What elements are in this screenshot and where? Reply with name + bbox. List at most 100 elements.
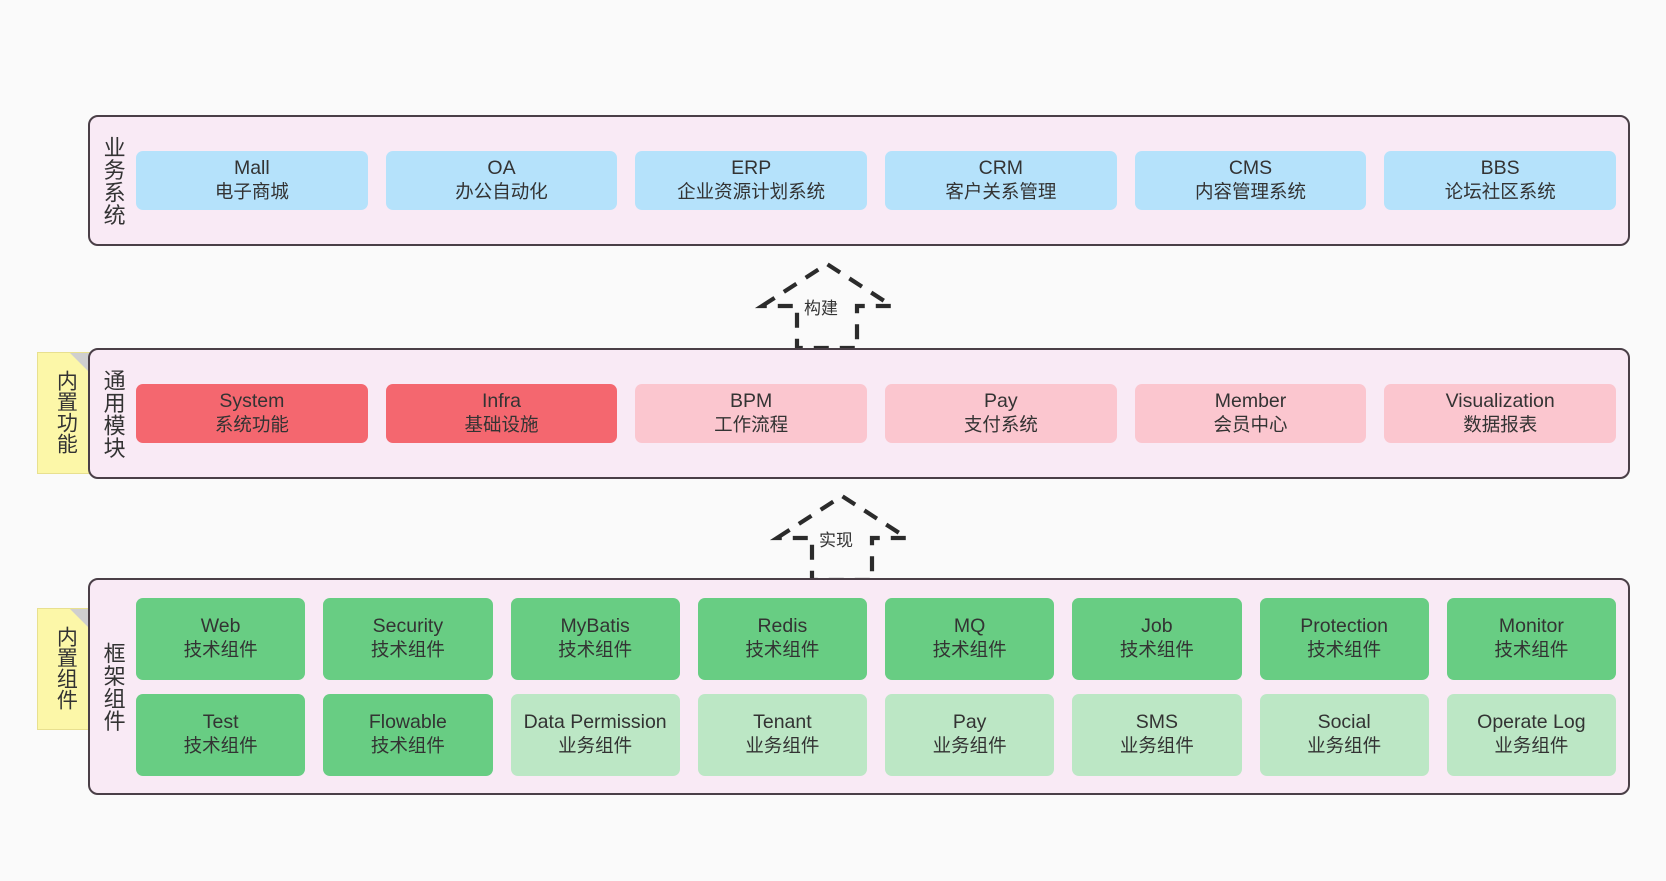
- module-desc: 论坛社区系统: [1444, 181, 1556, 203]
- module-desc: 技术组件: [1119, 639, 1194, 661]
- module-name: Tenant: [753, 711, 812, 734]
- module-name: Protection: [1300, 615, 1389, 638]
- module-box-security[interactable]: Security 技术组件: [323, 597, 493, 680]
- module-desc: 技术组件: [745, 639, 820, 661]
- module-name: Web: [200, 615, 241, 638]
- module-name: Security: [372, 615, 444, 638]
- module-box-mall[interactable]: Mall 电子商城: [136, 151, 368, 210]
- module-name: BBS: [1480, 157, 1520, 180]
- connector-implement: 实现: [767, 490, 917, 583]
- module-name: Redis: [757, 615, 808, 638]
- layer-body-business-systems: Mall 电子商城 OA 办公自动化 ERP 企业资源计划系统 CRM 客户关系…: [136, 117, 1628, 244]
- module-box-test[interactable]: Test 技术组件: [136, 693, 306, 776]
- module-desc: 系统功能: [214, 414, 289, 436]
- module-desc: 技术组件: [1494, 639, 1569, 661]
- layer-body-common-modules: System 系统功能 Infra 基础设施 BPM 工作流程 Pay 支付系统…: [136, 350, 1628, 477]
- module-desc: 业务组件: [1119, 735, 1194, 757]
- module-desc: 办公自动化: [455, 181, 548, 203]
- module-box-protection[interactable]: Protection 技术组件: [1259, 597, 1429, 680]
- note-builtin-components[interactable]: 内置组件: [37, 608, 93, 730]
- module-box-sms[interactable]: SMS 业务组件: [1072, 693, 1242, 776]
- module-desc: 工作流程: [714, 414, 789, 436]
- module-name: Flowable: [368, 711, 447, 734]
- connector-label-build: 构建: [804, 299, 838, 318]
- module-desc: 电子商城: [214, 181, 289, 203]
- module-desc: 会员中心: [1213, 414, 1288, 436]
- layer-title-common-modules: 通用模块: [100, 368, 126, 459]
- module-name: CMS: [1228, 157, 1273, 180]
- module-name: Mall: [233, 157, 270, 180]
- module-name: Pay: [952, 711, 987, 734]
- note-label: 内置功能: [54, 370, 78, 454]
- module-box-crm[interactable]: CRM 客户关系管理: [885, 151, 1117, 210]
- module-box-redis[interactable]: Redis 技术组件: [697, 597, 867, 680]
- module-desc: 支付系统: [963, 414, 1038, 436]
- module-name: Infra: [481, 390, 522, 413]
- module-desc: 业务组件: [1307, 735, 1382, 757]
- dashed-hollow-arrow-up-icon: [754, 261, 900, 351]
- module-box-mq[interactable]: MQ 技术组件: [885, 597, 1055, 680]
- connector-build: 构建: [752, 258, 902, 351]
- note-label: 内置组件: [54, 626, 78, 710]
- module-box-monitor[interactable]: Monitor 技术组件: [1446, 597, 1616, 680]
- module-box-tenant[interactable]: Tenant 业务组件: [697, 693, 867, 776]
- layer-framework-components[interactable]: 框架组件 Web 技术组件 Security 技术组件 MyBatis 技术组件…: [88, 578, 1630, 795]
- module-name: Test: [202, 711, 239, 734]
- module-name: Job: [1141, 615, 1173, 638]
- module-box-bbs[interactable]: BBS 论坛社区系统: [1384, 151, 1617, 210]
- connector-label-implement: 实现: [819, 531, 853, 550]
- module-box-system[interactable]: System 系统功能: [136, 384, 368, 443]
- layer-row: Web 技术组件 Security 技术组件 MyBatis 技术组件 Redi…: [136, 597, 1616, 680]
- layer-title-framework-components: 框架组件: [100, 641, 126, 732]
- module-desc: 客户关系管理: [945, 181, 1057, 203]
- module-desc: 内容管理系统: [1195, 181, 1307, 203]
- module-desc: 业务组件: [932, 735, 1007, 757]
- module-name: CRM: [978, 157, 1024, 180]
- module-box-pay-business[interactable]: Pay 业务组件: [885, 693, 1055, 776]
- layer-body-framework-components: Web 技术组件 Security 技术组件 MyBatis 技术组件 Redi…: [136, 580, 1628, 793]
- module-name: Data Permission: [523, 711, 667, 734]
- module-name: MyBatis: [560, 615, 630, 638]
- module-name: ERP: [731, 157, 772, 180]
- module-box-mybatis[interactable]: MyBatis 技术组件: [510, 597, 680, 680]
- module-name: Visualization: [1445, 390, 1555, 413]
- module-desc: 技术组件: [370, 735, 445, 757]
- module-box-web[interactable]: Web 技术组件: [136, 597, 306, 680]
- module-desc: 技术组件: [370, 639, 445, 661]
- layer-title-business-systems: 业务系统: [100, 135, 126, 226]
- module-box-infra[interactable]: Infra 基础设施: [385, 384, 618, 443]
- module-box-member[interactable]: Member 会员中心: [1134, 384, 1367, 443]
- module-name: Social: [1317, 711, 1371, 734]
- module-name: Monitor: [1498, 615, 1564, 638]
- module-box-job[interactable]: Job 技术组件: [1072, 597, 1242, 680]
- module-box-bpm[interactable]: BPM 工作流程: [635, 384, 868, 443]
- module-box-cms[interactable]: CMS 内容管理系统: [1134, 151, 1367, 210]
- module-desc: 业务组件: [745, 735, 820, 757]
- layer-common-modules[interactable]: 通用模块 System 系统功能 Infra 基础设施 BPM 工作流程 Pay…: [88, 348, 1630, 479]
- module-desc: 技术组件: [1307, 639, 1382, 661]
- layer-row: Mall 电子商城 OA 办公自动化 ERP 企业资源计划系统 CRM 客户关系…: [136, 151, 1617, 210]
- module-desc: 数据报表: [1463, 414, 1538, 436]
- module-box-pay[interactable]: Pay 支付系统: [885, 384, 1117, 443]
- module-box-operate-log[interactable]: Operate Log 业务组件: [1446, 693, 1616, 776]
- module-box-erp[interactable]: ERP 企业资源计划系统: [635, 151, 868, 210]
- note-builtin-features[interactable]: 内置功能: [37, 352, 93, 474]
- module-box-oa[interactable]: OA 办公自动化: [385, 151, 618, 210]
- note-fold-corner-icon: [70, 609, 92, 631]
- module-desc: 基础设施: [464, 414, 539, 436]
- module-desc: 技术组件: [183, 735, 258, 757]
- layer-row: Test 技术组件 Flowable 技术组件 Data Permission …: [136, 693, 1616, 776]
- module-box-social[interactable]: Social 业务组件: [1259, 693, 1429, 776]
- module-desc: 企业资源计划系统: [677, 181, 826, 203]
- module-name: Member: [1214, 390, 1287, 413]
- module-desc: 技术组件: [183, 639, 258, 661]
- module-box-visualization[interactable]: Visualization 数据报表: [1384, 384, 1617, 443]
- dashed-hollow-arrow-up-icon: [769, 493, 915, 583]
- module-box-data-permission[interactable]: Data Permission 业务组件: [510, 693, 680, 776]
- module-name: Pay: [984, 390, 1018, 413]
- layer-business-systems[interactable]: 业务系统 Mall 电子商城 OA 办公自动化 ERP 企业资源计划系统 CRM…: [88, 115, 1630, 246]
- module-name: OA: [487, 157, 516, 180]
- module-box-flowable[interactable]: Flowable 技术组件: [323, 693, 493, 776]
- layer-row: System 系统功能 Infra 基础设施 BPM 工作流程 Pay 支付系统…: [136, 384, 1617, 443]
